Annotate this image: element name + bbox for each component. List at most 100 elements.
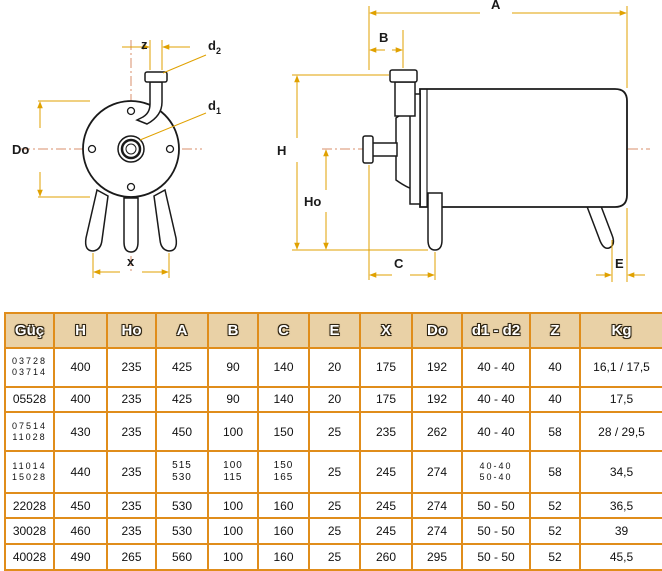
cell-d1-d2-line: 40 - 40: [477, 360, 515, 375]
dim-label-d1: d1: [208, 98, 221, 116]
cell-b-line: 100: [222, 498, 244, 513]
cell-b-line: 90: [226, 360, 240, 375]
cell-c-line: 160: [273, 498, 294, 513]
cell-guc: 22028: [4, 491, 55, 520]
cell-b-line: 100: [222, 550, 244, 565]
cell-guc-line: 11014: [12, 460, 47, 471]
cell-kg: 39: [579, 517, 662, 546]
cell-guc-line: 03714: [11, 367, 48, 378]
cell-z: 52: [529, 491, 581, 520]
dim-label-d2: d2: [208, 38, 221, 56]
cell-z: 52: [529, 543, 581, 571]
cell-c: 160: [257, 491, 310, 520]
cell-ho: 235: [106, 517, 157, 546]
cell-ho: 265: [106, 543, 157, 571]
cell-c-line: 160: [273, 524, 294, 539]
cell-a-line: 425: [171, 392, 193, 407]
cell-c-line: 150: [273, 424, 294, 439]
cell-a-line: 515: [172, 459, 192, 471]
cell-do: 274: [411, 517, 463, 546]
cell-c: 150: [257, 411, 310, 452]
cell-guc-line: 05528: [12, 392, 47, 407]
cell-x: 245: [359, 517, 413, 546]
cell-h: 450: [53, 491, 108, 520]
header-ho: Ho: [106, 312, 157, 349]
cell-c-line: 160: [273, 550, 294, 565]
cell-e: 25: [308, 491, 361, 520]
side-view: A B H Ho C E: [277, 0, 650, 282]
cell-h: 440: [53, 449, 108, 494]
cell-h: 430: [53, 411, 108, 452]
cell-e: 20: [308, 385, 361, 414]
cell-c-line: 150: [273, 459, 294, 471]
cell-a: 425: [155, 385, 209, 414]
pump-dimension-drawing: z d2 d1 Do x: [12, 0, 650, 282]
cell-e: 25: [308, 449, 361, 494]
cell-ho: 235: [106, 411, 157, 452]
cell-b: 90: [207, 385, 259, 414]
cell-a: 560: [155, 543, 209, 571]
cell-kg: 28 / 29,5: [579, 411, 662, 452]
cell-z: 40: [529, 385, 581, 414]
dim-label-c: C: [394, 256, 404, 271]
cell-d1-d2-line: 40 - 40: [477, 392, 515, 407]
header-guc: Güç: [4, 312, 55, 349]
cell-guc: 05528: [4, 385, 55, 414]
cell-a: 425: [155, 347, 209, 388]
dim-label-x: x: [127, 254, 135, 269]
front-foot: [427, 192, 443, 251]
cell-a-line: 530: [171, 498, 193, 513]
cell-b: 100: [207, 543, 259, 571]
cell-c: 140: [257, 385, 310, 414]
front-view: z d2 d1 Do x: [12, 37, 221, 278]
dim-label-h: H: [277, 143, 286, 158]
cell-a-line: 530: [172, 471, 192, 483]
cell-x: 235: [359, 411, 413, 452]
cell-do: 262: [411, 411, 463, 452]
cell-d1-d2: 40 - 40: [461, 385, 531, 414]
header-do: Do: [411, 312, 463, 349]
pump-housing: [389, 69, 421, 205]
cell-z: 52: [529, 517, 581, 546]
cell-c: 140: [257, 347, 310, 388]
cell-e: 20: [308, 347, 361, 388]
cell-a: 530: [155, 517, 209, 546]
cell-c-line: 140: [273, 392, 294, 407]
cell-guc-line: 07514: [11, 420, 48, 431]
cell-b: 100: [207, 491, 259, 520]
header-a: A: [155, 312, 209, 349]
motor-body: [419, 88, 628, 208]
cell-d1-d2: 50 - 50: [461, 491, 531, 520]
cell-x: 175: [359, 347, 413, 388]
cell-d1-d2-line: 50 - 50: [477, 498, 515, 513]
cell-e: 25: [308, 517, 361, 546]
cell-guc-line: 15028: [11, 471, 48, 482]
cell-c: 160: [257, 543, 310, 571]
cell-e: 25: [308, 543, 361, 571]
header-z: Z: [529, 312, 581, 349]
header-x: X: [359, 312, 413, 349]
pump-legs: [84, 188, 178, 253]
header-e: E: [308, 312, 361, 349]
cell-a-line: 560: [171, 550, 193, 565]
cell-kg: 36,5: [579, 491, 662, 520]
cell-x: 245: [359, 449, 413, 494]
cell-b-line: 100: [222, 524, 244, 539]
cell-guc-line: 11028: [12, 431, 47, 442]
cell-d1-d2: 40 - 40: [461, 347, 531, 388]
cell-d1-d2: 40 - 40: [461, 411, 531, 452]
cell-d1-d2-line: 50-40: [479, 471, 513, 482]
cell-c-line: 165: [273, 471, 294, 483]
cell-b: 100: [207, 411, 259, 452]
cell-ho: 235: [106, 385, 157, 414]
cell-kg: 16,1 / 17,5: [579, 347, 662, 388]
